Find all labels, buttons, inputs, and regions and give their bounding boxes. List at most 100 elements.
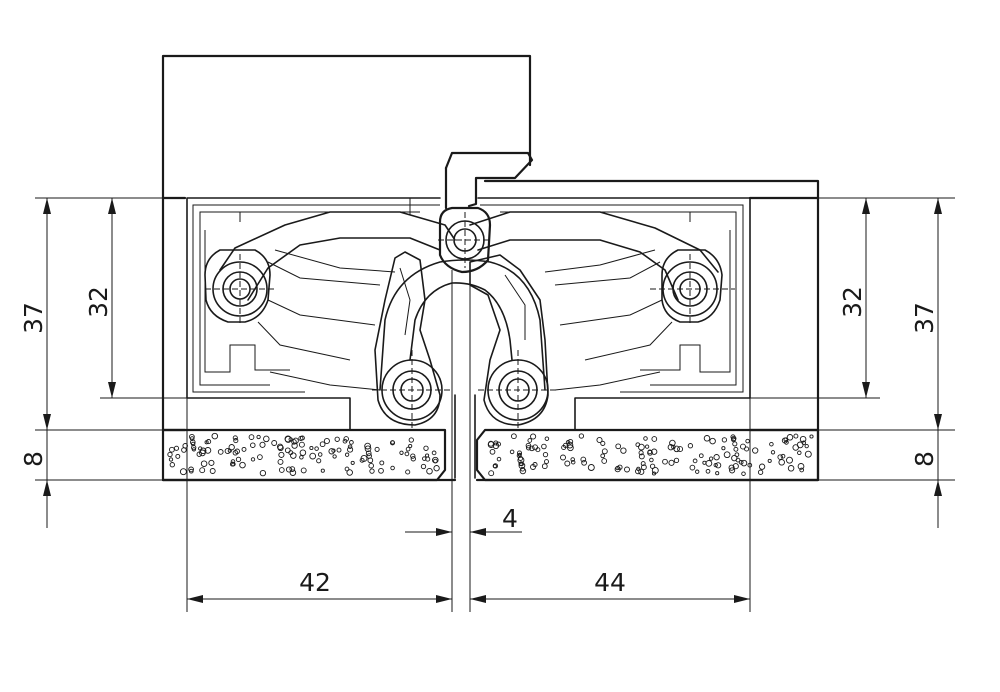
- texture-dot: [532, 462, 538, 468]
- right-plate-texture: [487, 433, 814, 477]
- texture-dot: [567, 444, 574, 452]
- texture-dot: [638, 443, 645, 451]
- texture-dot: [525, 445, 532, 451]
- texture-dot: [525, 442, 532, 449]
- texture-dot: [715, 462, 722, 469]
- texture-dot: [705, 460, 713, 467]
- left-arm: [204, 211, 456, 391]
- right-hinge-housing: [477, 197, 751, 431]
- texture-dot: [309, 452, 317, 460]
- texture-dot: [284, 447, 291, 454]
- texture-dot: [796, 441, 804, 449]
- texture-dot: [364, 442, 371, 450]
- texture-dot: [786, 434, 794, 441]
- texture-dot: [797, 450, 802, 456]
- dimension-line-32-right: [862, 198, 870, 398]
- texture-dot: [778, 459, 785, 466]
- left-hinge-housing: [186, 197, 441, 431]
- texture-dot: [378, 467, 384, 474]
- texture-dot: [331, 448, 336, 453]
- texture-dot: [298, 441, 305, 448]
- texture-dot: [431, 450, 437, 456]
- texture-dot: [728, 464, 735, 471]
- texture-dot: [179, 468, 187, 476]
- texture-dot: [234, 448, 240, 455]
- texture-dot: [291, 442, 298, 449]
- texture-dot: [492, 442, 500, 450]
- texture-dot: [752, 447, 759, 454]
- texture-dot: [408, 437, 414, 443]
- texture-dot: [314, 446, 319, 451]
- texture-dot: [336, 447, 342, 453]
- texture-dot: [667, 444, 674, 451]
- dim-label-32-left: 32: [84, 286, 113, 318]
- texture-dot: [235, 456, 242, 463]
- texture-dot: [278, 467, 285, 473]
- dim-label-4: 4: [502, 504, 518, 533]
- texture-dot: [399, 450, 404, 455]
- texture-dot: [732, 463, 739, 470]
- texture-dot: [206, 439, 212, 445]
- texture-dot: [740, 459, 748, 467]
- texture-dot: [405, 446, 411, 452]
- dim-label-8-left: 8: [19, 451, 48, 467]
- texture-dot: [408, 443, 413, 449]
- right-arm: [469, 211, 723, 391]
- texture-dot: [596, 436, 603, 444]
- texture-dot: [319, 441, 326, 448]
- dimension-line-44: [470, 595, 750, 603]
- texture-dot: [405, 469, 411, 475]
- texture-dot: [668, 459, 675, 466]
- texture-dot: [328, 448, 335, 455]
- texture-dot: [404, 451, 410, 457]
- left-plate-strip: [161, 428, 447, 482]
- dim-label-44: 44: [594, 568, 626, 597]
- texture-dot: [317, 452, 323, 457]
- texture-dot: [511, 433, 517, 440]
- texture-dot: [209, 468, 216, 474]
- texture-dot: [250, 457, 256, 462]
- texture-dot: [624, 466, 630, 473]
- texture-dot: [564, 460, 571, 467]
- center-lines: [205, 212, 735, 430]
- texture-dot: [732, 441, 738, 447]
- texture-dot: [669, 439, 676, 447]
- texture-dot: [366, 453, 372, 459]
- texture-dot: [349, 440, 354, 445]
- texture-dot: [734, 452, 740, 458]
- texture-dot: [809, 434, 814, 439]
- texture-dot: [344, 452, 350, 457]
- texture-dot: [230, 459, 236, 464]
- texture-dot: [259, 469, 267, 477]
- texture-dot: [228, 444, 235, 451]
- texture-dot: [227, 448, 232, 453]
- texture-dot: [277, 458, 284, 465]
- texture-dot: [347, 446, 354, 453]
- texture-dot: [198, 446, 203, 451]
- texture-dot: [289, 466, 296, 472]
- texture-dot: [346, 469, 353, 476]
- texture-dot: [420, 463, 427, 470]
- texture-dot: [379, 460, 385, 466]
- texture-dot: [188, 466, 194, 473]
- dimension-line-37-right: [934, 198, 942, 430]
- dim-label-32-right: 32: [838, 286, 867, 318]
- texture-dot: [359, 457, 365, 463]
- texture-dot: [369, 468, 375, 474]
- extension-lines: [35, 197, 955, 612]
- texture-dot: [567, 438, 574, 445]
- dim-label-37-right: 37: [910, 302, 939, 334]
- texture-dot: [489, 448, 496, 455]
- texture-dot: [259, 441, 266, 448]
- texture-dot: [530, 433, 537, 440]
- texture-dot: [285, 466, 293, 473]
- texture-dot: [496, 456, 502, 462]
- dim-label-42: 42: [299, 568, 331, 597]
- texture-dot: [239, 461, 246, 469]
- texture-dot: [173, 445, 180, 451]
- texture-dot: [804, 443, 809, 449]
- jamb-gap-profile: [444, 151, 534, 612]
- texture-dot: [487, 441, 495, 448]
- texture-dot: [620, 447, 627, 454]
- texture-dot: [300, 467, 307, 474]
